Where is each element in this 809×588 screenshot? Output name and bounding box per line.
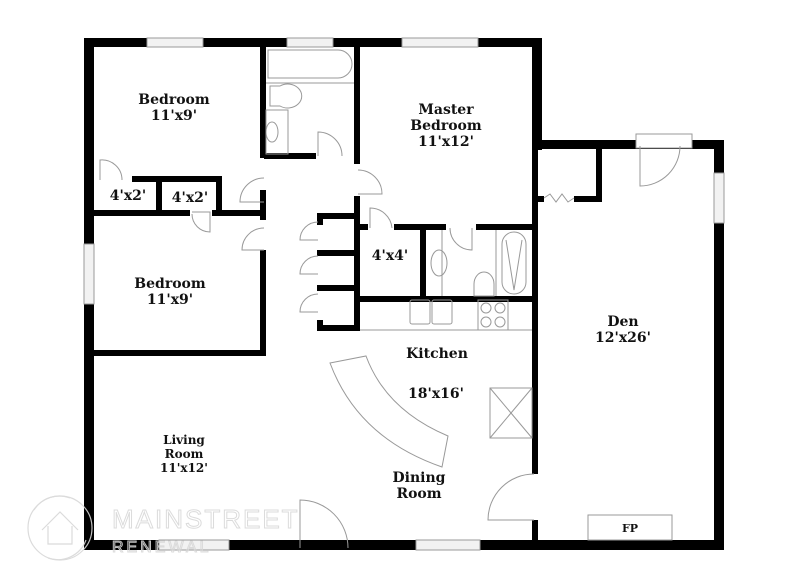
room-labels: Bedroom 11'x9' Bedroom 11'x9' Master Bed… [110, 92, 651, 535]
door-closet-hall-1 [299, 221, 319, 241]
door-bath-2 [449, 227, 473, 251]
window-master [401, 37, 479, 48]
interior-walls [94, 38, 602, 550]
toilet-1 [269, 83, 303, 109]
fireplace [587, 514, 673, 541]
stove [477, 299, 509, 331]
window-bath [286, 37, 334, 48]
refrigerator [489, 387, 533, 439]
door-front [299, 499, 349, 549]
label-bedroom-2: Bedroom [134, 276, 206, 292]
size-master: 11'x12' [418, 134, 474, 150]
label-dining-line1: Dining [393, 470, 446, 486]
brand-logo-icon [27, 495, 93, 561]
door-closet-1 [99, 159, 123, 181]
windows [83, 37, 725, 551]
bathtub-2 [501, 231, 527, 295]
label-kitchen: Kitchen [406, 346, 468, 362]
size-closet-3: 4'x4' [372, 248, 408, 264]
label-den: Den [607, 314, 638, 330]
door-bedroom-1 [239, 177, 265, 203]
den-entry-opening [635, 133, 693, 149]
window-living [158, 539, 230, 551]
brand-line2: RENEWAL [112, 539, 212, 556]
size-closet-1: 4'x2' [110, 188, 146, 204]
label-fireplace: FP [622, 522, 638, 535]
label-living-line2: Room [165, 447, 204, 461]
size-living: 11'x12' [160, 461, 208, 475]
brand-line1: MAINSTREET [112, 504, 300, 534]
door-den-west [487, 473, 535, 521]
label-master-line1: Master [418, 102, 474, 118]
window-den [713, 172, 725, 224]
door-closet-4x4 [369, 207, 393, 229]
size-den: 12'x26' [595, 330, 651, 346]
curved-counter [329, 355, 449, 468]
watermark: MAINSTREET RENEWAL [27, 495, 300, 561]
door-closet-hall-3 [299, 293, 319, 313]
sink-1 [265, 121, 279, 143]
kitchen-sink-left [409, 299, 431, 325]
window-bedroom-2 [83, 243, 95, 305]
size-closet-2: 4'x2' [172, 190, 208, 206]
door-bath [317, 131, 343, 157]
vanity-1 [265, 109, 289, 155]
bathtub-1 [267, 49, 353, 79]
window-bedroom-1 [146, 37, 204, 48]
window-dining [415, 539, 481, 551]
toilet-2 [473, 271, 495, 297]
fixtures [265, 49, 673, 541]
door-closet-2 [191, 211, 211, 233]
bifold-door-den-closet [543, 193, 575, 203]
sink-2 [430, 249, 448, 277]
size-kitchen: 18'x16' [408, 386, 464, 402]
door-closet-hall-2 [299, 255, 319, 275]
doors [99, 131, 681, 549]
label-bedroom-1: Bedroom [138, 92, 210, 108]
door-master [357, 169, 383, 195]
label-dining-line2: Room [396, 486, 441, 502]
label-master-line2: Bedroom [410, 118, 482, 134]
door-den-entry [639, 145, 681, 187]
door-bedroom-2 [241, 227, 265, 251]
label-living-line1: Living [163, 433, 205, 447]
size-bedroom-2: 11'x9' [147, 292, 193, 308]
size-bedroom-1: 11'x9' [151, 108, 197, 124]
kitchen-sink-right [431, 299, 453, 325]
